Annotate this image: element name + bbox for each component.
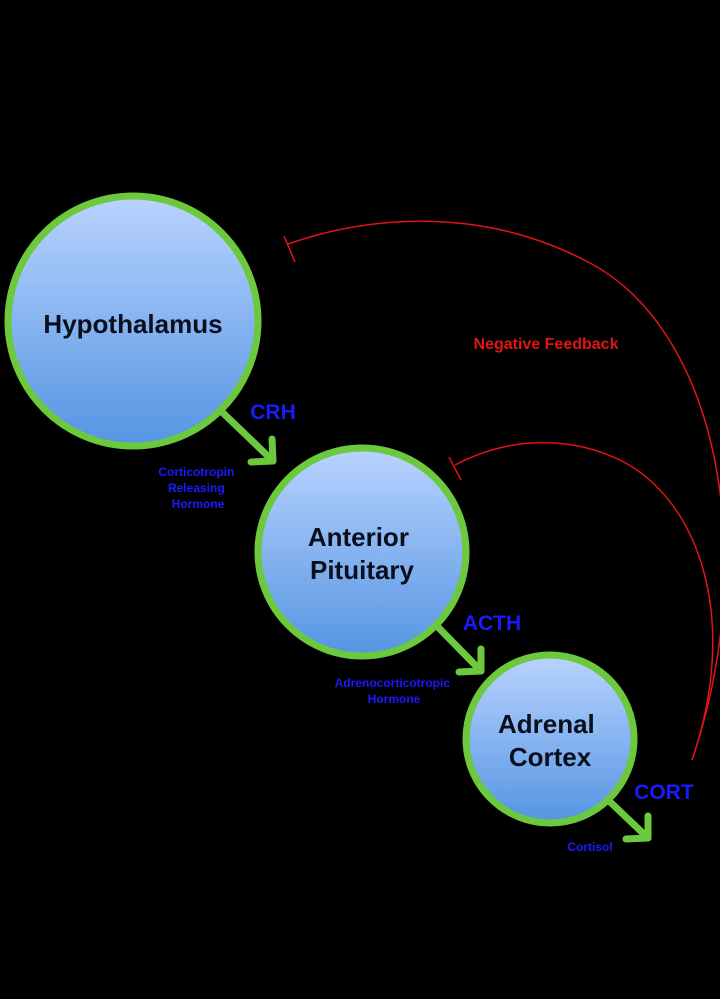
anterior-pituitary-node: Anterior Pituitary (254, 444, 470, 660)
hypothalamus-circle (4, 192, 262, 450)
stimulation-arrows (218, 408, 652, 843)
anterior-pituitary-circle (254, 444, 470, 660)
cort-arrow (602, 794, 652, 843)
acth-full-line1: Adrenocorticotropic (335, 676, 451, 690)
crh-abbr-label: CRH (250, 401, 296, 424)
crh-full-name: Corticotropin Releasing Hormone (158, 465, 237, 511)
cort-abbr-label: CORT (634, 781, 694, 804)
adrenal-cortex-circle (462, 651, 638, 827)
negative-feedback-label: Negative Feedback (474, 336, 619, 353)
adrenal-cortex-label: Adrenal Cortex (498, 709, 602, 772)
anterior-pituitary-label: Anterior Pituitary (308, 522, 416, 585)
cort-full-name: Cortisol (567, 840, 612, 854)
negative-feedback-arrows (283, 220, 720, 761)
acth-arrow (429, 618, 485, 676)
anterior-pituitary-line1: Anterior (308, 522, 409, 552)
feedback-curve-to-hypothalamus (287, 220, 720, 761)
hypothalamus-node: Hypothalamus (4, 192, 262, 450)
feedback-curve-to-pituitary (454, 441, 714, 761)
feedback-inhibition-bar-pituitary (448, 456, 462, 481)
acth-full-line2: Hormone (368, 692, 421, 706)
adrenal-cortex-line1: Adrenal (498, 709, 595, 739)
crh-arrow (218, 408, 277, 466)
feedback-inhibition-bar-hypothalamus (283, 235, 296, 263)
acth-full-name: Adrenocorticotropic Hormone (335, 676, 454, 706)
adrenal-cortex-line2: Cortex (509, 742, 592, 772)
acth-abbr-label: ACTH (463, 612, 521, 635)
anterior-pituitary-line2: Pituitary (310, 555, 415, 585)
cort-full-line1: Cortisol (567, 840, 612, 854)
crh-full-line3: Hormone (172, 497, 225, 511)
adrenal-cortex-node: Adrenal Cortex (462, 651, 638, 827)
crh-full-line2: Releasing (168, 481, 225, 495)
hypothalamus-label: Hypothalamus (43, 309, 222, 339)
crh-full-line1: Corticotropin (158, 465, 234, 479)
